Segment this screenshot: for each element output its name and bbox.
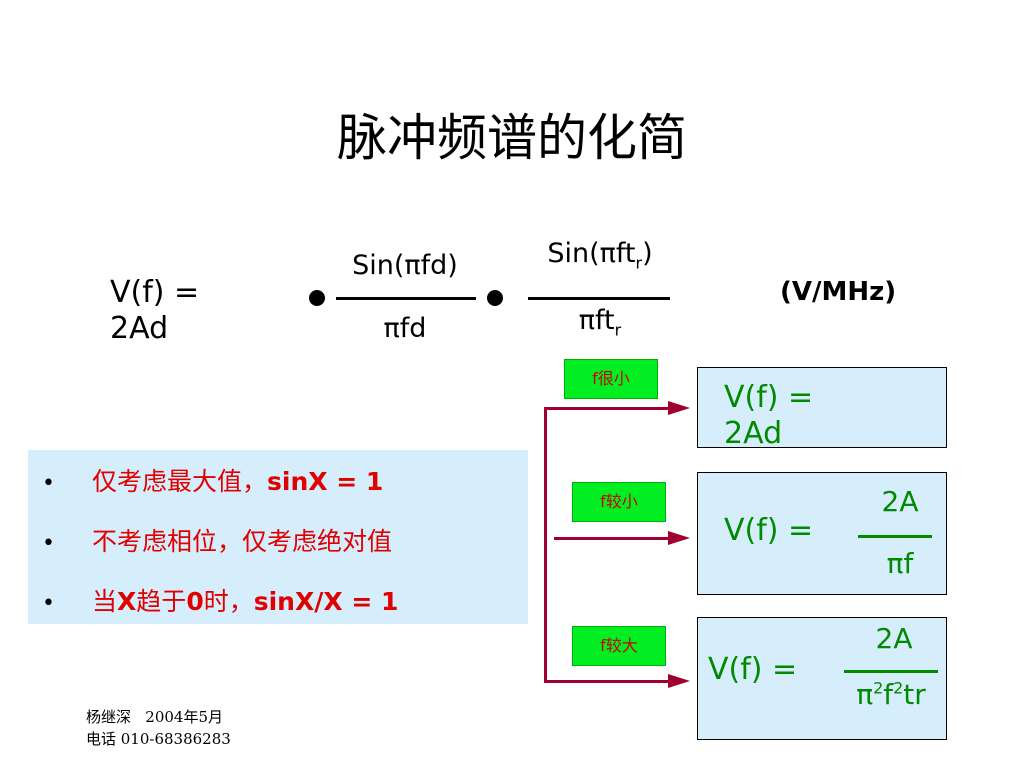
frac2-bar (528, 297, 670, 300)
multiply-dot-2 (487, 290, 503, 306)
bracket-middle-arm (554, 537, 674, 540)
arrow-heads (668, 401, 690, 688)
frac2-num-end: ) (642, 238, 653, 269)
frac2-num-sub: r (635, 253, 643, 273)
bullet-3-text-b: 趋于 (136, 587, 187, 616)
result-box-2: V(f) = 2A πf (697, 472, 947, 595)
frac1-bar (336, 297, 476, 300)
bullet-3-text-a: 当 (92, 587, 118, 616)
condition-small-very: f很小 (564, 359, 658, 399)
bracket-top-arm (544, 407, 674, 410)
bullet-3-bold-a: X (117, 587, 137, 616)
bullet-1-bold: sinX = 1 (267, 467, 384, 496)
bullet-item-3: • 当X趋于0时，sinX/X = 1 (42, 582, 398, 618)
result-2-lhs: V(f) = (724, 513, 814, 548)
result-box-3: V(f) = 2A π2f2tr (697, 617, 947, 740)
frac2-den-main: πft (578, 305, 615, 336)
bullet-3-text-c: 时， (203, 587, 254, 616)
condition-large: f较大 (572, 626, 666, 666)
multiply-dot (309, 290, 325, 306)
bullet-2-text: 不考虑相位，仅考虑绝对值 (92, 527, 393, 556)
page-title: 脉冲频谱的化简 (337, 109, 687, 167)
frac2-num-main: Sin(πft (547, 238, 636, 269)
frac1-denominator: πfd (383, 313, 427, 344)
footer: 杨继深 2004年5月 电话 010-68386283 (86, 706, 231, 750)
result-3-sup1: 2 (873, 678, 884, 698)
result-box-1: V(f) = 2Ad (697, 367, 947, 451)
bullet-3-bold-b: 0 (186, 587, 204, 616)
result-3-sup2: 2 (893, 678, 904, 698)
bullet-dot: • (42, 591, 55, 616)
frac2-numerator: Sin(πftr) (520, 238, 680, 272)
bracket-line (544, 407, 547, 681)
result-3-f: f (883, 678, 894, 711)
condition-small: f较小 (572, 482, 666, 522)
frac2-denominator: πftr (520, 305, 680, 339)
bullet-1-text: 仅考虑最大值， (92, 467, 268, 496)
formula-lhs: V(f) = 2Ad (110, 275, 200, 346)
result-3-numerator: 2A (875, 622, 913, 655)
footer-phone: 电话 010-68386283 (86, 730, 231, 748)
arrow-head-middle (668, 531, 690, 545)
frac1-numerator: Sin(πfd) (352, 250, 458, 281)
result-1-text: V(f) = 2Ad (724, 380, 814, 451)
bracket-bottom-arm (544, 680, 674, 683)
unit-label: (V/MHz) (780, 277, 897, 307)
bullet-box: • 仅考虑最大值，sinX = 1 • 不考虑相位，仅考虑绝对值 • 当X趋于0时，s… (28, 450, 528, 624)
result-3-denominator: π2f2tr (844, 678, 938, 711)
arrow-head-top (668, 401, 690, 415)
result-2-numerator: 2A (881, 485, 919, 518)
arrow-head-bottom (668, 674, 690, 688)
result-3-bar (844, 670, 938, 673)
frac2-den-sub: r (614, 320, 622, 340)
bullet-dot: • (42, 471, 55, 496)
result-3-tr: tr (903, 678, 926, 711)
bullet-dot: • (42, 531, 55, 556)
result-3-pi: π (856, 678, 874, 711)
result-2-bar (858, 535, 932, 538)
result-2-denominator: πf (886, 547, 914, 580)
bullet-item-2: • 不考虑相位，仅考虑绝对值 (42, 522, 392, 558)
bullet-3-bold-c: sinX/X = 1 (253, 587, 399, 616)
result-3-lhs: V(f) = (708, 652, 798, 687)
bullet-item-1: • 仅考虑最大值，sinX = 1 (42, 462, 383, 498)
footer-author: 杨继深 2004年5月 (86, 708, 224, 726)
